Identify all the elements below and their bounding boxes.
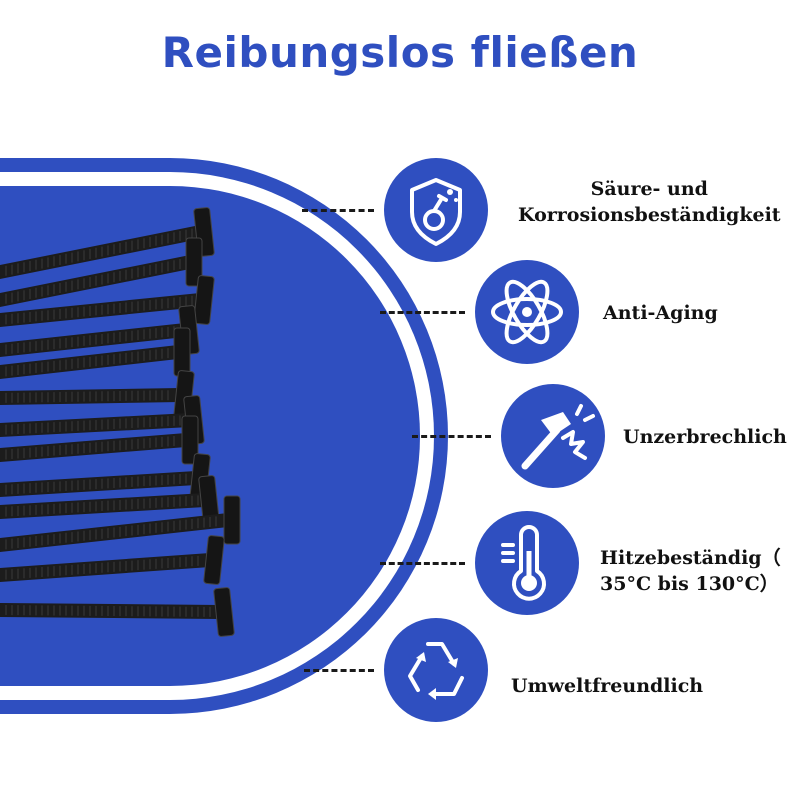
cable-tie-ribs [5, 415, 181, 435]
cable-tie-ribs [5, 605, 211, 617]
feature-label-line1: Umweltfreundlich [511, 675, 704, 697]
cable-tie-ribs [5, 228, 193, 276]
cable-tie-ribs [5, 555, 199, 580]
cable-tie-ribs [5, 326, 175, 355]
cable-tie-head [173, 327, 191, 377]
feature-label-line1: Hitzebeständig（ [600, 547, 781, 569]
cable-tie-strap [0, 553, 210, 582]
shield-flask-icon [410, 178, 462, 246]
connector-line [380, 562, 465, 565]
cable-tie-ribs [5, 495, 199, 517]
cable-tie-ribs [5, 435, 175, 460]
shield-flask-badge [384, 158, 488, 262]
feature-label: Hitzebeständig（ 35°C bis 130°C） [600, 545, 781, 597]
cable-tie-head [193, 275, 215, 325]
cable-tie-ribs [5, 390, 169, 403]
atom-icon [491, 279, 563, 345]
feature-label-line2: 35°C bis 130°C） [600, 573, 779, 595]
cable-tie-ribs [5, 259, 181, 304]
cable-tie-head [213, 587, 235, 637]
cable-tie-strap [0, 471, 196, 497]
connector-line [412, 435, 491, 438]
cable-tie-head [223, 495, 241, 545]
thermometer-icon [501, 525, 546, 601]
hammer-crack-icon [521, 404, 595, 470]
cable-tie-head [185, 237, 203, 287]
connector-line [380, 311, 465, 314]
atom-badge [475, 260, 579, 364]
page-title: Reibungslos fließen [161, 28, 639, 77]
feature-label: Umweltfreundlich [511, 673, 703, 699]
cable-tie-ribs [5, 348, 169, 377]
connector-line [304, 669, 374, 672]
feature-label: Unzerbrechlich [623, 424, 787, 450]
recycle-icon [408, 642, 464, 700]
feature-label-line1: Anti-Aging [603, 302, 718, 324]
feature-label: Anti-Aging [603, 300, 718, 326]
cable-tie-ribs [5, 473, 187, 495]
thermometer-badge [475, 511, 579, 615]
connector-line [302, 209, 374, 212]
cable-tie-ribs [5, 516, 217, 550]
cable-tie-strap [0, 323, 185, 357]
feature-label-line2: Korrosionsbeständigkeit [518, 204, 781, 226]
cable-ties-image [0, 207, 241, 637]
cable-tie-head [203, 535, 225, 585]
cable-tie-strap [0, 603, 220, 619]
cable-tie-strap [0, 345, 178, 379]
cable-tie-head [181, 415, 199, 465]
feature-label-line1: Unzerbrechlich [623, 426, 787, 448]
recycle-badge [384, 618, 488, 722]
hammer-crack-badge [501, 384, 605, 488]
feature-label-line1: Säure- und [590, 178, 708, 200]
cable-tie-strap [0, 433, 186, 462]
cable-tie-ribs [5, 295, 193, 325]
